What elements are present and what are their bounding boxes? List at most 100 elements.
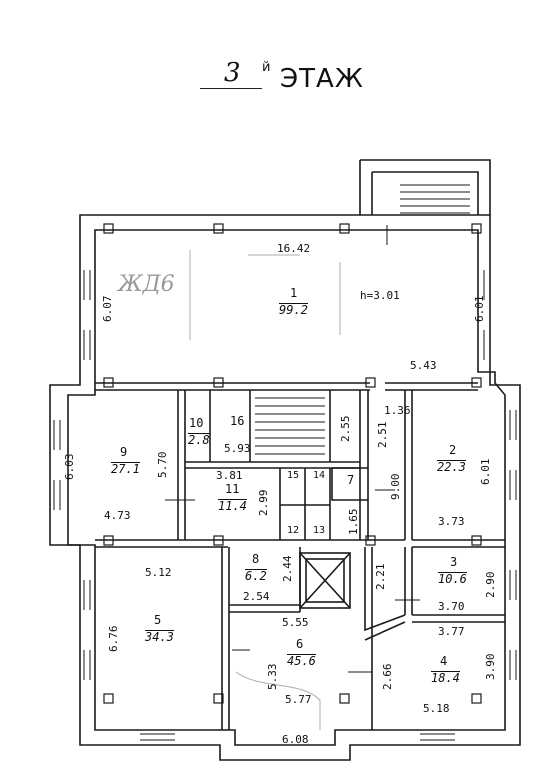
- door-tick: [165, 225, 420, 673]
- dimension-label: 2.51: [376, 421, 389, 449]
- room-number: 15: [287, 470, 300, 481]
- room-number: 7: [347, 473, 355, 487]
- handwritten-note: ЖД6: [118, 272, 175, 297]
- column: [471, 535, 482, 546]
- dimension-label: 1.36: [384, 404, 411, 417]
- elevator-car: [305, 558, 345, 603]
- dimension-label: 5.12: [145, 566, 172, 579]
- room-area: 6.2: [245, 569, 267, 583]
- floor-word: ЭТАЖ: [280, 64, 364, 94]
- room-number: 10: [189, 416, 204, 430]
- dimension-label: 5.70: [156, 451, 169, 479]
- wall-room10: [185, 390, 360, 469]
- dimension-label: 1.65: [347, 508, 360, 536]
- room-number: 1: [290, 286, 298, 300]
- stairwell: [249, 390, 369, 540]
- wall-room7: [331, 467, 368, 501]
- dimension-label: 5.43: [410, 359, 437, 372]
- dimension-label: 2.55: [339, 415, 352, 443]
- room-area: 27.1: [111, 462, 140, 476]
- column: [339, 223, 350, 234]
- dimension-label: 3.73: [438, 515, 465, 528]
- room-number: 4: [440, 654, 448, 668]
- wall-room11-bottom: [95, 539, 405, 548]
- windows-left: [53, 270, 91, 680]
- stair-treads: [255, 397, 325, 455]
- wall-room6-right: [364, 547, 406, 632]
- column: [103, 223, 114, 234]
- dimension-label: 5.55: [282, 616, 309, 629]
- wall-room2-left: [404, 390, 413, 540]
- room-number: 13: [313, 525, 326, 536]
- column: [471, 223, 482, 234]
- column: [213, 535, 224, 546]
- column: [213, 223, 224, 234]
- dimension-label: 2.99: [257, 489, 270, 517]
- elevator-cross: [299, 552, 351, 609]
- room-area: 10.6: [438, 572, 467, 586]
- dimension-label: 5.33: [266, 663, 279, 691]
- stair-tower: [359, 159, 491, 215]
- dimension-label: 5.77: [285, 693, 312, 706]
- dimension-label: 3.77: [438, 625, 465, 638]
- column: [471, 693, 482, 704]
- windows-right: [483, 270, 517, 680]
- dimension-label: 2.90: [484, 571, 497, 599]
- column: [365, 377, 376, 388]
- wall-room3-left: [404, 547, 413, 615]
- column: [339, 693, 350, 704]
- room-number: 14: [313, 470, 326, 481]
- room-area: 11.4: [218, 499, 247, 513]
- room-number: 6: [296, 637, 304, 651]
- wall-wc: [279, 468, 331, 540]
- floor-suffix: й: [262, 60, 271, 75]
- dimension-label: 3.90: [484, 653, 497, 681]
- column: [213, 693, 224, 704]
- dimension-label: h=3.01: [360, 289, 400, 302]
- dimension-label: 6.08: [282, 733, 309, 746]
- column: [103, 693, 114, 704]
- room-area: 2.8: [188, 433, 210, 447]
- wall-room9-right: [177, 390, 186, 540]
- room-number: 9: [120, 445, 128, 459]
- column: [103, 377, 114, 388]
- dimension-label: 6.01: [479, 458, 492, 486]
- column: [365, 535, 376, 546]
- room-number: 3: [450, 555, 458, 569]
- dimension-label: 6.03: [63, 453, 76, 481]
- dimension-label: 5.18: [423, 702, 450, 715]
- dimension-label: 6.07: [101, 295, 114, 323]
- dimension-label: 2.21: [374, 563, 387, 591]
- elevator-shaft: [299, 552, 351, 609]
- column: [103, 535, 114, 546]
- dimension-label: 6.76: [107, 625, 120, 653]
- exterior-wall: [49, 214, 521, 761]
- room-number: 8: [252, 552, 260, 566]
- room-area: 99.2: [279, 303, 308, 317]
- room-number: 11: [225, 482, 240, 496]
- dimension-label: 2.54: [243, 590, 270, 603]
- dimension-label: 4.73: [104, 509, 131, 522]
- tower-stair-treads: [400, 184, 470, 214]
- wall-room2-bottom: [412, 539, 505, 548]
- room-area: 34.3: [145, 630, 174, 644]
- pencil-mark: [189, 250, 341, 730]
- floor-title: 3 й ЭТАЖ: [200, 58, 390, 98]
- dimension-label: 3.81: [216, 469, 243, 482]
- floor-number-underline: [200, 88, 262, 89]
- dimension-label: 6.01: [473, 295, 486, 323]
- dimension-label: 3.70: [438, 600, 465, 613]
- wall-room4-diagonal: [364, 621, 406, 730]
- column: [213, 377, 224, 388]
- room-area: 45.6: [287, 654, 316, 668]
- room-number: 12: [287, 525, 300, 536]
- room-number: 16: [230, 414, 245, 428]
- room-area: 22.3: [437, 460, 466, 474]
- dimension-label: 16.42: [277, 242, 311, 255]
- room-number: 5: [154, 613, 162, 627]
- dimension-label: 9.00: [389, 473, 402, 501]
- dimension-label: 5.93: [224, 442, 251, 455]
- wall-room3-bottom: [412, 614, 505, 623]
- column: [471, 377, 482, 388]
